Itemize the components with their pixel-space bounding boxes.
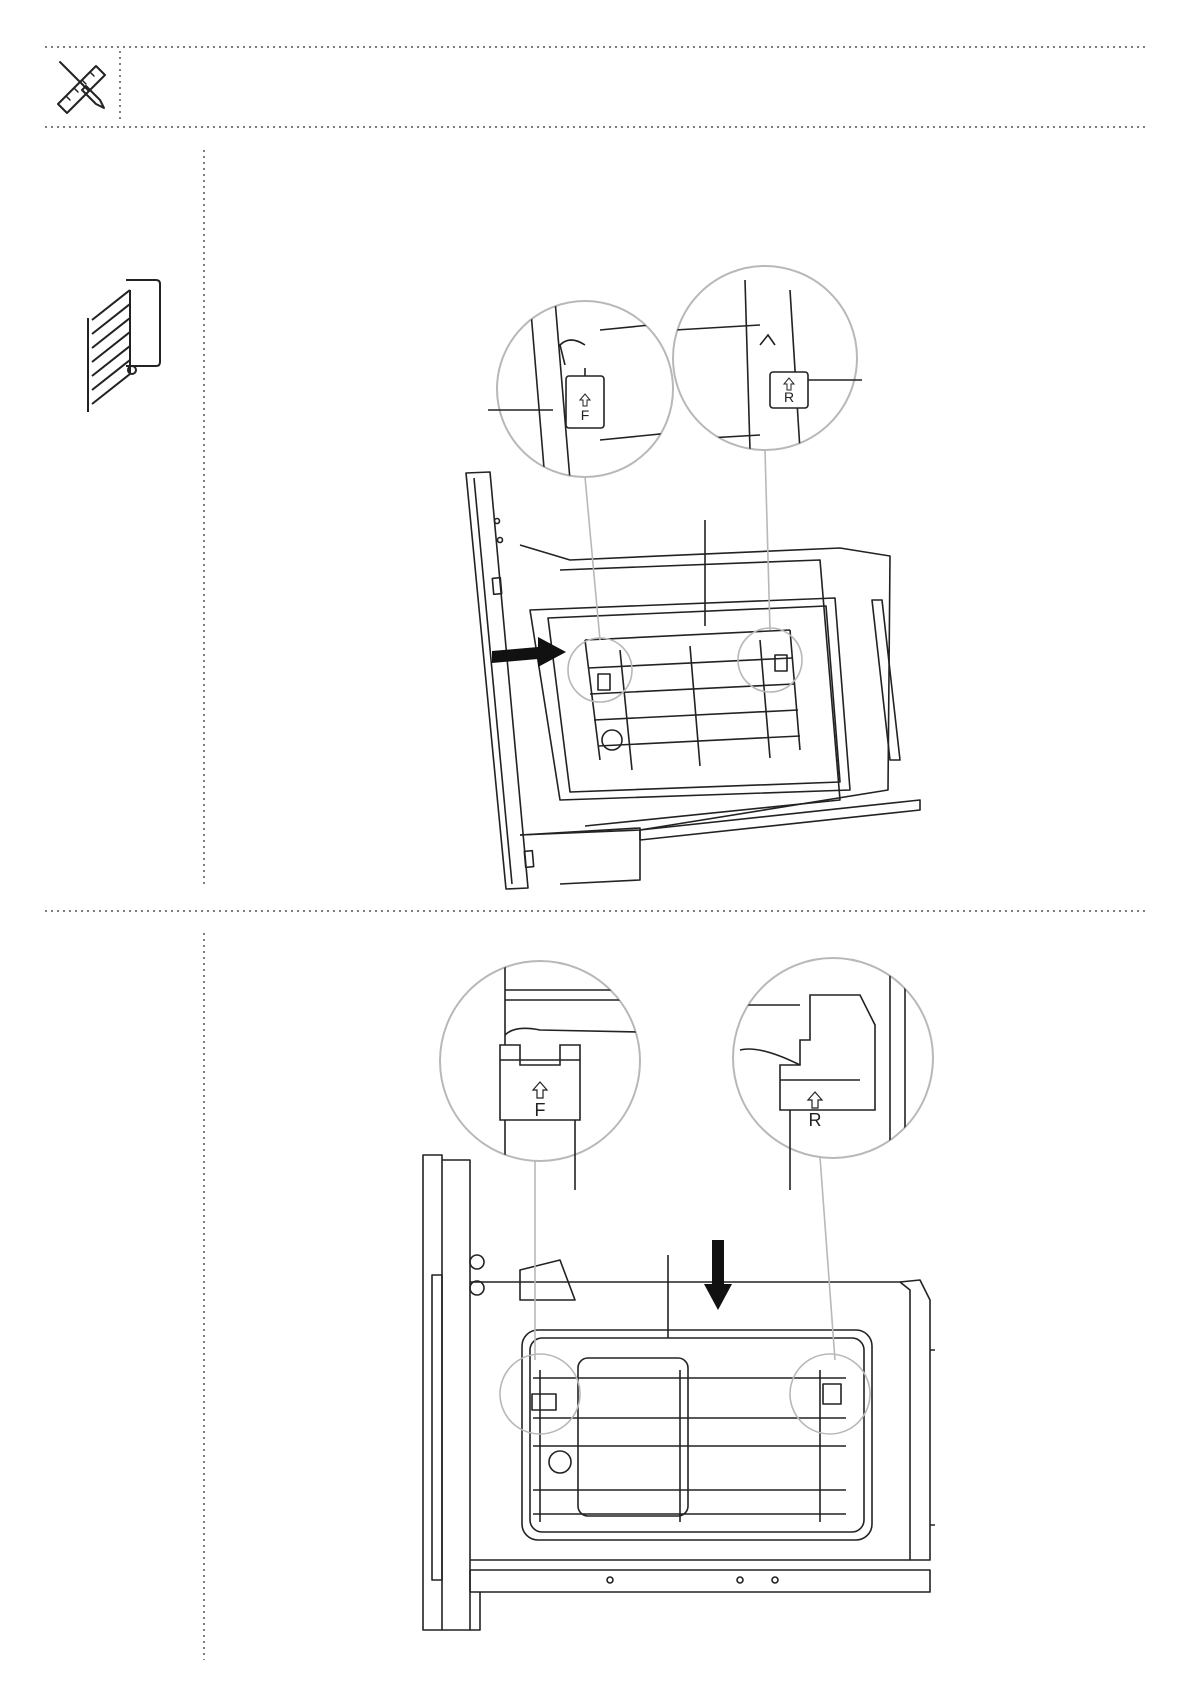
oven-step1 <box>466 472 920 889</box>
insert-arrow-down <box>704 1240 732 1310</box>
header-band <box>45 47 1148 127</box>
zoom-bracket-rear-step2: R <box>733 958 933 1190</box>
zoom-bracket-front-step1: F <box>488 300 680 480</box>
bracket-front-letter-step2: F <box>535 1100 546 1120</box>
oven-rack-guides-icon <box>88 280 160 412</box>
oven-step2 <box>423 1155 935 1630</box>
insert-arrow-right <box>492 637 566 667</box>
bracket-front-letter-step1: F <box>581 407 590 423</box>
zoom-bracket-front-step2: F <box>440 960 640 1190</box>
screwdriver-ruler-icon <box>58 62 105 113</box>
bracket-rear-letter-step1: R <box>784 389 794 405</box>
zoom-bracket-rear-step1: R <box>673 266 862 450</box>
bracket-rear-letter-step2: R <box>809 1110 822 1130</box>
callout-lines-step1 <box>585 450 770 640</box>
